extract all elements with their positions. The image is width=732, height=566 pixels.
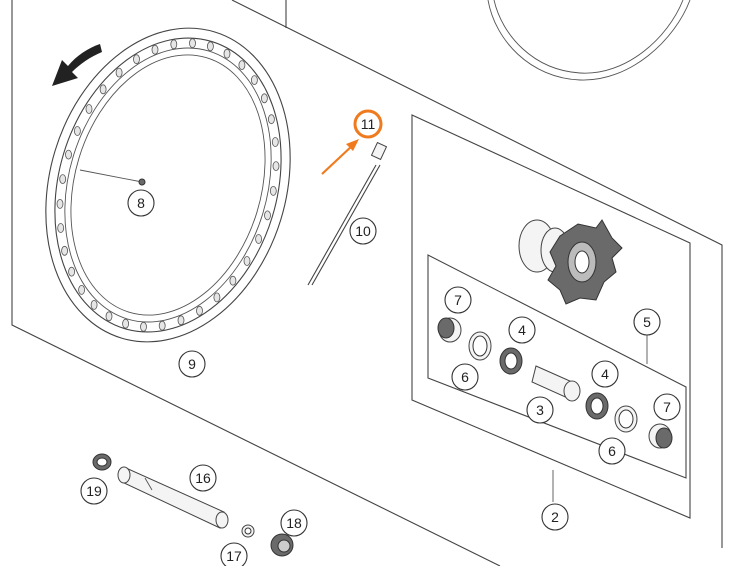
callout-7a-label: 7 [454, 292, 462, 308]
callout-11: 11 [353, 109, 383, 139]
callout-9-label: 9 [188, 356, 196, 372]
callout-6a: 6 [451, 363, 479, 391]
rim-spoke-hole [271, 137, 279, 147]
rim-spoke-hole [85, 104, 93, 114]
rim-spoke-hole [170, 39, 178, 50]
callout-19-label: 19 [86, 483, 102, 499]
callout-16-label: 16 [195, 470, 211, 486]
rim-spoke-hole [65, 149, 72, 160]
rim-spoke-hole [68, 266, 75, 277]
callout-4b-label: 4 [601, 366, 609, 382]
panel-outline [11, 0, 723, 566]
rim-spoke-hole [61, 245, 68, 256]
rim-spoke-hole [260, 93, 268, 104]
rim-part [45, 27, 291, 343]
callout-19: 19 [80, 477, 108, 505]
rim-spoke-hole [206, 41, 214, 52]
rim-spoke-hole [78, 284, 85, 295]
callout-9: 9 [178, 350, 206, 378]
callout-7b-label: 7 [663, 399, 671, 415]
callout-4a-label: 4 [518, 322, 526, 338]
callout-16: 16 [189, 464, 217, 492]
callout-7a: 7 [444, 286, 472, 314]
callout-5-label: 5 [643, 314, 651, 330]
tire-partial [487, 0, 691, 81]
callout-7b: 7 [653, 393, 681, 421]
callout-18-label: 18 [286, 515, 302, 531]
rim-spoke-hole [115, 67, 123, 78]
highlight-arrow-icon [321, 139, 359, 175]
rim-spoke-hole [264, 210, 271, 221]
callout-5: 5 [633, 308, 661, 336]
callout-6b: 6 [598, 437, 626, 465]
callout-6a-label: 6 [461, 369, 469, 385]
highlight-ring [353, 109, 383, 139]
leader-8 [79, 169, 143, 183]
rim-spoke-hole [57, 223, 65, 233]
rim-spoke-hole [269, 185, 277, 196]
rim-spoke-hole [272, 161, 280, 172]
callout-2-label: 2 [551, 509, 559, 525]
callout-2: 2 [541, 503, 569, 531]
rim-spoke-hole [213, 292, 221, 303]
rim-spoke-hole [196, 305, 203, 316]
rim-spoke-hole [99, 84, 107, 95]
spoke-part [307, 164, 381, 286]
callout-4a: 4 [508, 316, 536, 344]
callout-6b-label: 6 [608, 443, 616, 459]
hub-box [411, 114, 691, 519]
rim-spoke-hole [140, 321, 147, 332]
rim-spoke-hole [56, 198, 64, 209]
rim-spoke-hole [267, 114, 275, 125]
callout-8: 8 [127, 189, 155, 217]
rim-spoke-hole [133, 54, 140, 65]
callout-17-label: 17 [226, 548, 242, 564]
hub-part [518, 219, 623, 305]
callout-10-label: 10 [355, 223, 371, 239]
hub-internals [437, 317, 673, 449]
callout-3-label: 3 [536, 402, 544, 418]
callout-8-label: 8 [137, 195, 145, 211]
rim-spoke-hole [158, 320, 166, 331]
nipple-part [370, 141, 388, 161]
rim-spoke-hole [151, 44, 159, 55]
rim-spoke-hole [177, 315, 185, 326]
rim-spoke-hole [229, 275, 237, 286]
callout-11-label: 11 [361, 116, 376, 132]
callout-10: 10 [349, 217, 377, 245]
valve-part [138, 178, 146, 186]
callout-3: 3 [526, 396, 554, 424]
callout-4b: 4 [591, 360, 619, 388]
rotation-arrow-icon [52, 44, 102, 86]
rim-spoke-hole [189, 38, 196, 49]
rim-spoke-hole [250, 75, 258, 85]
rim-spoke-hole [105, 311, 113, 322]
rim-spoke-hole [255, 234, 263, 244]
rim-spoke-hole [238, 60, 246, 70]
rim-spoke-hole [90, 299, 98, 310]
callout-17: 17 [220, 542, 248, 566]
rim-spoke-hole [74, 126, 81, 136]
rim-spoke-hole [223, 48, 231, 59]
axle-parts [92, 453, 294, 557]
callout-18: 18 [280, 509, 308, 537]
rim-spoke-hole [59, 174, 67, 185]
rim-spoke-holes [56, 38, 280, 332]
rim-spoke-hole [243, 256, 251, 266]
rim-spoke-hole [122, 318, 129, 329]
